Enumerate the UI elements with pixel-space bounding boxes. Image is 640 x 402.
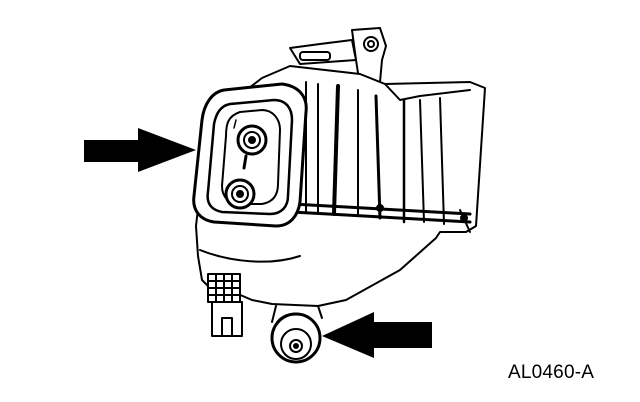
upper-mount-bushing-assembly	[192, 82, 308, 228]
vent-grid	[207, 273, 241, 303]
arrow-right-callout	[322, 312, 432, 358]
top-mounting-tab	[289, 27, 387, 87]
lower-mount-bushing	[270, 305, 323, 364]
lower-bracket-tab	[211, 301, 243, 337]
arrow-left-callout	[84, 128, 196, 172]
figure-id-label: AL0460-A	[508, 362, 595, 383]
